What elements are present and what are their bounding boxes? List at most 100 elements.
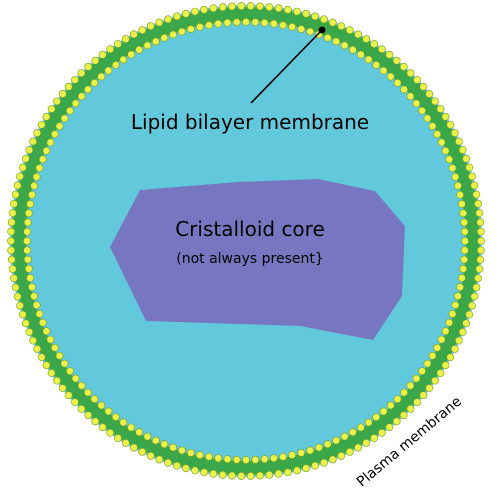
inner-head-group [223,455,232,464]
core-label: Cristalloid core [175,217,325,241]
inner-head-group [195,23,204,31]
outer-head-group [91,56,100,65]
outer-head-group [53,376,61,385]
outer-head-group [8,209,17,217]
outer-head-group [21,154,30,163]
outer-head-group [354,30,362,39]
inner-head-group [32,172,41,181]
outer-head-group [406,69,415,78]
outer-head-group [25,146,34,154]
outer-head-group [77,404,86,413]
outer-head-group [476,255,485,264]
inner-head-group [306,27,315,36]
inner-head-group [460,218,469,227]
inner-head-group [169,30,177,39]
membrane-label: Lipid bilayer membrane [131,110,369,134]
outer-head-group [47,369,56,377]
inner-head-group [205,452,213,461]
inner-head-group [451,172,460,181]
inner-head-group [456,190,464,199]
outer-head-group [164,458,172,467]
outer-head-group [454,137,463,146]
inner-head-group [457,274,466,282]
outer-head-group [13,181,22,190]
inner-head-group [428,351,437,360]
inner-head-group [28,190,36,199]
outer-head-group [425,384,434,392]
inner-head-group [151,37,160,46]
outer-head-group [265,3,274,12]
outer-head-group [425,90,434,98]
outer-head-group [164,15,172,24]
outer-head-group [470,181,479,190]
outer-head-group [16,172,24,181]
outer-head-group [7,255,16,264]
inner-head-group [332,37,341,46]
inner-head-group [38,318,47,327]
inner-head-group [42,327,51,336]
inner-head-group [437,138,446,147]
outer-head-group [274,469,283,478]
outer-head-group [465,163,474,172]
inner-head-group [251,18,260,27]
outer-head-group [476,218,485,227]
outer-head-group [13,292,22,301]
outer-head-group [399,62,408,71]
outer-head-group [246,2,255,10]
inner-head-group [23,237,31,245]
inner-head-group [356,423,365,432]
outer-head-group [392,56,401,65]
outer-head-group [436,369,445,377]
inner-head-group [50,130,59,139]
outer-head-group [91,417,100,426]
inner-head-group [323,440,332,449]
outer-head-group [58,384,67,392]
inner-head-group [393,78,402,87]
inner-head-group [104,407,113,416]
outer-head-group [146,451,155,460]
outer-head-group [293,466,301,475]
inner-head-group [454,181,462,190]
inner-head-group [60,114,69,123]
inner-head-group [315,443,323,452]
outer-head-group [458,328,467,336]
inner-head-group [364,55,373,64]
outer-head-group [283,5,292,14]
inner-head-group [186,25,195,33]
inner-head-group [454,292,462,301]
outer-head-group [228,2,236,11]
outer-head-group [228,471,236,480]
outer-head-group [377,428,386,437]
inner-head-group [460,246,469,255]
outer-head-group [29,336,38,345]
inner-head-group [323,33,332,42]
inner-head-group [372,413,381,421]
outer-head-group [8,265,17,273]
inner-head-group [97,401,106,410]
outer-head-group [173,461,181,470]
outer-head-group [419,82,428,91]
outer-head-group [385,50,394,59]
outer-head-group [11,190,20,199]
outer-head-group [71,75,79,84]
inner-head-group [428,122,437,131]
outer-head-group [399,411,408,420]
outer-head-group [476,227,485,236]
outer-head-group [191,7,199,16]
inner-head-group [348,428,357,437]
outer-head-group [10,274,18,283]
outer-head-group [218,470,227,479]
outer-head-group [446,120,455,129]
inner-head-group [160,33,169,42]
inner-head-group [90,395,99,404]
inner-head-group [30,181,38,190]
inner-head-group [332,436,341,445]
inner-head-group [400,85,409,94]
inner-head-group [412,99,421,108]
inner-head-group [23,227,32,236]
inner-head-group [457,200,466,208]
inner-head-group [460,255,469,264]
inner-head-group [97,72,106,81]
outer-head-group [462,154,471,163]
